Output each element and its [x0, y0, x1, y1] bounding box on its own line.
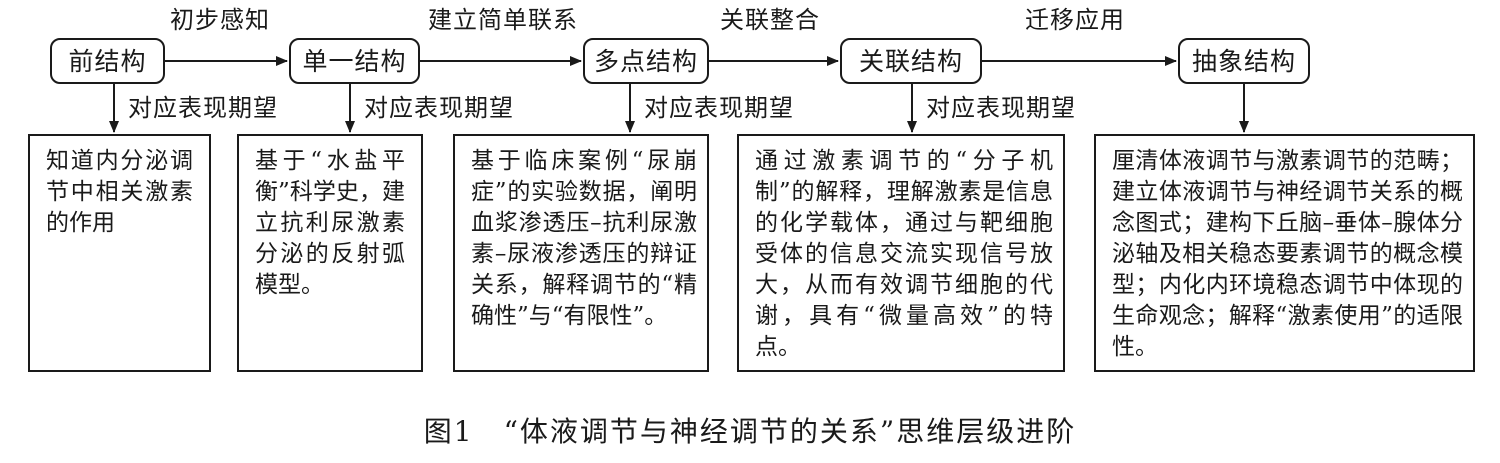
edge-label-transfer-application: 迁移应用 [1025, 6, 1125, 34]
down-label-3: 对应表现期望 [644, 94, 794, 122]
down-label-4: 对应表现期望 [926, 94, 1076, 122]
edge-label-simple-connection: 建立简单联系 [428, 6, 578, 34]
node-relational-structure: 关联结构 [840, 38, 982, 84]
edge-label-integration: 关联整合 [720, 6, 820, 34]
figure-caption: 图1 “体液调节与神经调节的关系”思维层级进阶 [423, 415, 1077, 448]
description-pre-structure: 知道内分泌调节中相关激素的作用 [28, 134, 211, 372]
down-label-2: 对应表现期望 [364, 94, 514, 122]
description-abstract-structure: 厘清体液调节与激素调节的范畴；建立体液调节与神经调节关系的概念图式；建构下丘脑–… [1094, 134, 1475, 372]
node-multi-point-structure: 多点结构 [583, 38, 709, 84]
node-abstract-structure: 抽象结构 [1178, 38, 1310, 84]
node-pre-structure: 前结构 [50, 38, 165, 84]
description-single-structure: 基于“水盐平衡”科学史，建立抗利尿激素分泌的反射弧模型。 [237, 134, 423, 372]
down-label-1: 对应表现期望 [128, 94, 278, 122]
description-multi-point-structure: 基于临床案例“尿崩症”的实验数据，阐明血浆渗透压–抗利尿激素–尿液渗透压的辩证关… [453, 134, 709, 372]
node-single-structure: 单一结构 [289, 38, 420, 84]
edge-label-initial-perception: 初步感知 [170, 6, 270, 34]
description-relational-structure: 通过激素调节的“分子机制”的解释，理解激素是信息的化学载体，通过与靶细胞受体的信… [737, 134, 1065, 372]
